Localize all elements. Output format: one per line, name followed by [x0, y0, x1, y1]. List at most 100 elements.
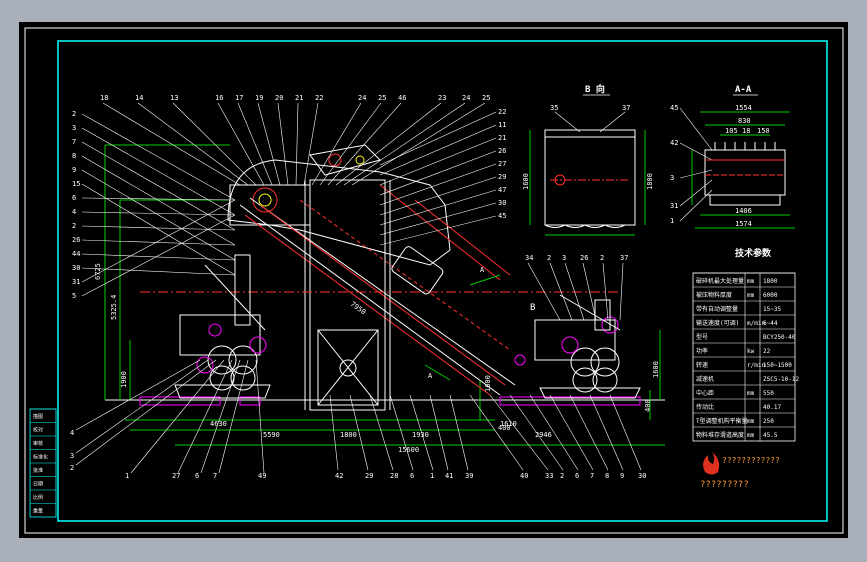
leader-line [569, 394, 609, 471]
part-number: 35 [550, 104, 558, 112]
dim-v-left3: 1900 [120, 371, 128, 388]
leader-line [369, 394, 394, 471]
tech-param-name: 带有自动调整量 [696, 305, 738, 313]
part-number: 7 [590, 472, 594, 480]
tech-table-title: 技术参数 [735, 247, 772, 259]
part-number: 26 [72, 236, 80, 244]
leader-line [177, 359, 233, 474]
dim-h3: 1800 [340, 431, 357, 439]
leader-line [329, 394, 339, 471]
leader-line [255, 359, 265, 474]
part-number: 24 [358, 94, 366, 102]
part-number: 2 [547, 254, 551, 262]
leader-line [582, 262, 597, 321]
aa-dim-4: 18 [742, 127, 750, 135]
tech-param-unit: mm [747, 278, 755, 285]
tech-param-value: 6~44 [763, 320, 778, 327]
logo: ???????????? ????????? [700, 452, 780, 490]
leader-line [343, 102, 466, 186]
leader-line [379, 189, 497, 226]
tech-param-value: 15~35 [763, 306, 781, 313]
leader-line [81, 225, 236, 231]
leader-line [564, 262, 585, 321]
part-number: 17 [235, 94, 243, 102]
dim-v-left: 6725 [94, 263, 102, 280]
dim-total: 15600 [398, 446, 419, 454]
part-number: 9 [72, 166, 76, 174]
aa-dim-5: 150 [757, 127, 770, 135]
strip-cell: 描图 [33, 413, 43, 420]
tech-param-name: 减速机 [696, 375, 714, 383]
strip-cell: 审核 [33, 440, 43, 447]
leader-line [81, 267, 236, 276]
tech-param-unit: mm [747, 418, 755, 425]
part-number: 42 [335, 472, 343, 480]
leader-line [81, 197, 236, 201]
dim-v-left2: 5325.4 [110, 295, 118, 320]
part-number: 18 [100, 94, 108, 102]
dim-mid1: 1610 [500, 420, 517, 428]
part-number: 2 [600, 254, 604, 262]
leader-line [489, 394, 549, 471]
leader-line [130, 359, 225, 474]
leader-line [449, 394, 469, 471]
part-number: 34 [525, 254, 533, 262]
outer-frame [24, 27, 844, 534]
part-number: 3 [70, 452, 74, 460]
leader-line [679, 142, 713, 161]
part-number: 24 [462, 94, 470, 102]
part-number: 3 [562, 254, 566, 262]
b-view-title: B 向 [585, 83, 605, 95]
part-number: 16 [215, 94, 223, 102]
tech-param-unit: kw [747, 348, 755, 355]
leader-line [619, 262, 624, 321]
part-number: 5 [72, 292, 76, 300]
dim-h4: 1930 [412, 431, 429, 439]
leader-line [172, 102, 257, 186]
strip-cell: 比例 [33, 494, 43, 501]
part-number: 20 [275, 94, 283, 102]
part-number: 45 [498, 212, 506, 220]
part-number: 2 [70, 464, 74, 472]
tech-param-name: 输送速度(可调) [696, 319, 739, 327]
tech-param-value: 250 [763, 418, 774, 425]
part-number: 40 [520, 472, 528, 480]
leader-line [81, 214, 236, 297]
main-view [104, 144, 665, 446]
part-number: 7 [213, 472, 217, 480]
leader-line [81, 169, 236, 261]
tech-param-value: 22 [763, 348, 771, 355]
part-number: 29 [365, 472, 373, 480]
part-number: 30 [72, 264, 80, 272]
part-number: 2 [72, 222, 76, 230]
leader-line [277, 102, 289, 186]
part-number: 19 [255, 94, 263, 102]
part-number: 21 [498, 134, 506, 142]
leader-line [81, 183, 236, 276]
part-number: 2 [72, 110, 76, 118]
leader-line [81, 141, 236, 231]
part-number: 6 [575, 472, 579, 480]
part-number: 31 [670, 202, 678, 210]
section-a-bottom: A [428, 372, 433, 380]
inner-frame [57, 40, 828, 522]
leader-line [335, 102, 442, 186]
tech-param-unit: m/min [747, 320, 765, 327]
leader-line [609, 394, 642, 471]
part-number: 25 [482, 94, 490, 102]
tech-param-value: 45.5 [763, 432, 778, 439]
leader-line [379, 215, 497, 246]
part-number: 47 [498, 186, 506, 194]
leader-line [379, 163, 497, 206]
dim-h1: 4630 [210, 420, 227, 428]
leader-line [599, 111, 626, 133]
tech-param-unit: r/min [747, 362, 765, 369]
leader-line [218, 359, 249, 474]
leader-line [81, 113, 236, 201]
leader-line [81, 155, 236, 246]
section-b: B [530, 303, 535, 313]
part-number: 45 [670, 104, 678, 112]
part-number: 4 [72, 208, 76, 216]
